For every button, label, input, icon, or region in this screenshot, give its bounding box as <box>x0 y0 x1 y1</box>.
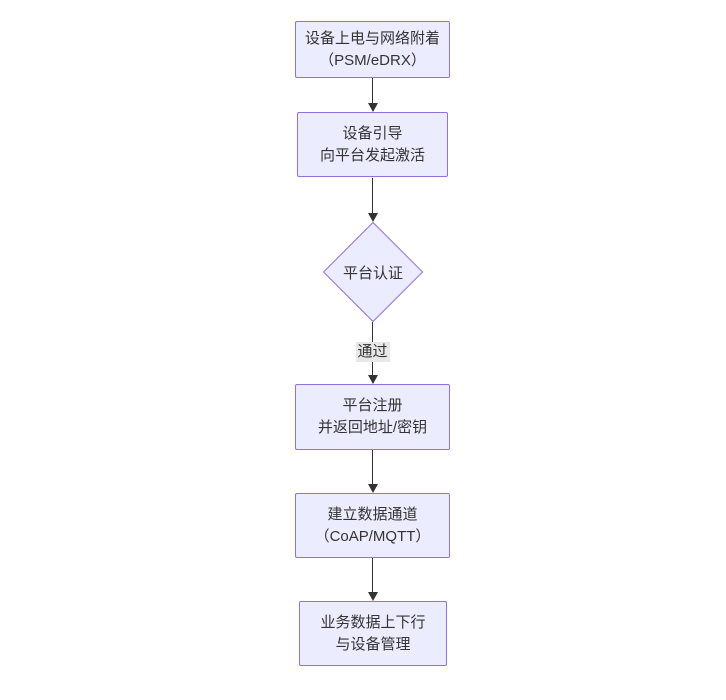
edge-c-d: 通过 <box>355 322 390 384</box>
edge-b-c <box>367 178 378 222</box>
node-label-line1: 设备上电与网络附着 <box>304 29 440 47</box>
edge-line <box>371 450 374 485</box>
edge-a-b <box>367 78 378 112</box>
edge-e-f <box>367 558 378 601</box>
arrowhead-icon <box>367 375 378 384</box>
node-device-bootstrap: 设备引导 向平台发起激活 <box>297 112 448 177</box>
edge-d-e <box>367 450 378 493</box>
node-label-line2: 与设备管理 <box>335 635 411 653</box>
arrowhead-icon <box>367 213 378 222</box>
arrowhead-icon <box>367 592 378 601</box>
node-label-line1: 平台注册 <box>342 397 403 414</box>
decision-platform-auth: 平台认证 <box>322 221 424 323</box>
node-label-line1: 设备引导 <box>342 124 403 142</box>
edge-label-pass: 通过 <box>355 342 390 362</box>
node-label-line2: 并返回地址/密钥 <box>317 419 428 436</box>
node-label-line1: 平台认证 <box>342 264 403 282</box>
node-label-line1: 建立数据通道 <box>327 505 418 523</box>
edge-line <box>371 78 374 104</box>
node-label-line1: 业务数据上下行 <box>320 613 426 631</box>
node-business-data: 业务数据上下行 与设备管理 <box>299 601 447 666</box>
arrowhead-icon <box>367 103 378 112</box>
edge-line <box>371 178 374 214</box>
node-platform-register: 平台注册 并返回地址/密钥 <box>295 384 450 450</box>
node-data-channel: 建立数据通道 （CoAP/MQTT） <box>295 493 450 558</box>
node-label-line2: （CoAP/MQTT） <box>314 527 431 545</box>
node-device-power-attach: 设备上电与网络附着 （PSM/eDRX） <box>295 21 450 78</box>
edge-line <box>371 558 374 593</box>
node-label-line2: 向平台发起激活 <box>319 146 425 164</box>
node-label-line2: （PSM/eDRX） <box>319 51 426 69</box>
arrowhead-icon <box>367 484 378 493</box>
